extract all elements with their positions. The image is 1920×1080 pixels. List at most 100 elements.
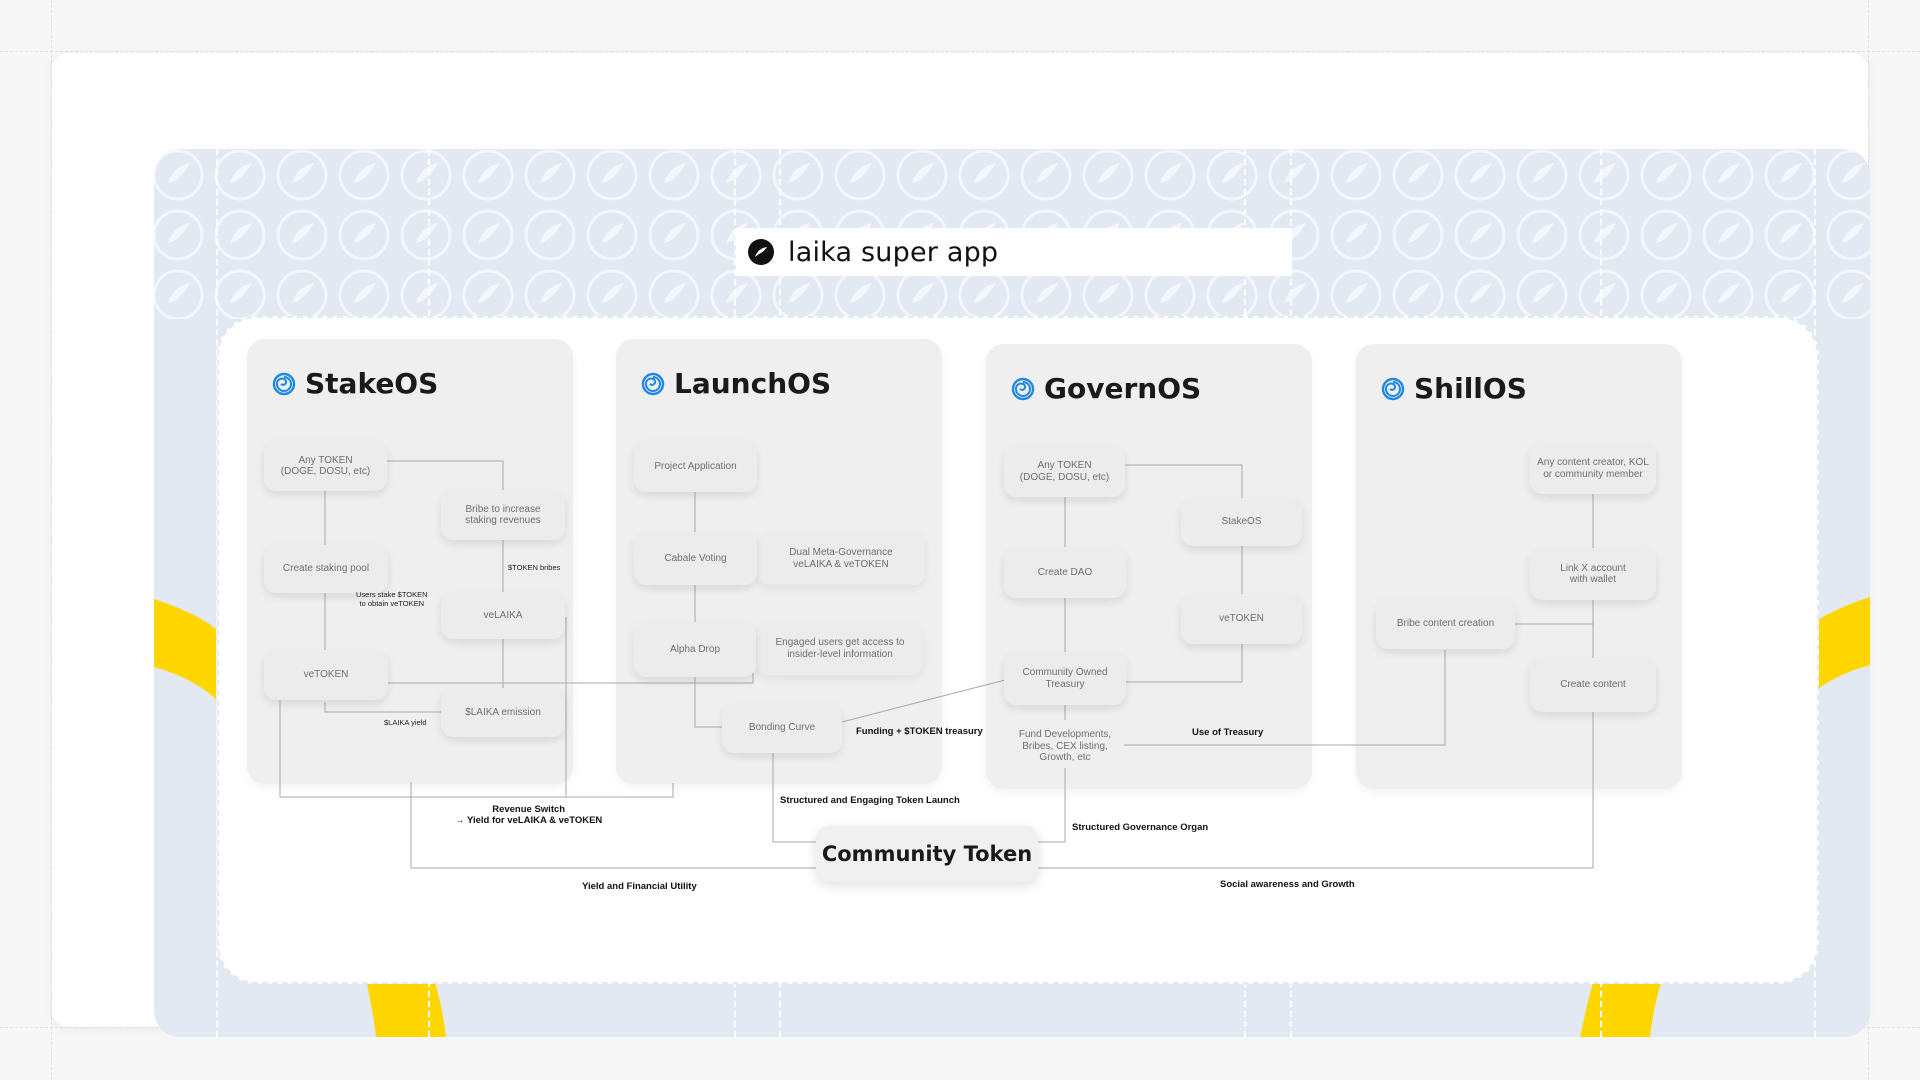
pattern-logo-icon — [586, 269, 638, 319]
pattern-logo-icon — [462, 269, 514, 319]
governos-note-fund: Fund Developments, Bribes, CEX listing, … — [1018, 729, 1112, 763]
pattern-logo-icon — [1020, 149, 1072, 201]
pattern-logo-icon — [1268, 149, 1320, 201]
pattern-logo-icon — [462, 209, 514, 261]
stakeos-node-any-token: Any TOKEN (DOGE, DOSU, etc) — [264, 441, 387, 491]
pattern-logo-icon — [1702, 209, 1754, 261]
pattern-logo-icon — [896, 149, 948, 201]
guide-line — [0, 51, 1920, 52]
pattern-logo-icon — [276, 209, 328, 261]
label-social-growth: Social awareness and Growth — [1220, 879, 1355, 890]
pattern-logo-icon — [276, 149, 328, 201]
launchos-note-engaged-users: Engaged users get access to insider-leve… — [757, 622, 923, 675]
pattern-logo-icon — [1578, 269, 1630, 319]
label-structured-governance: Structured Governance Organ — [1072, 822, 1209, 833]
pattern-logo-icon — [1516, 209, 1568, 261]
stakeos-node-create-pool: Create staking pool — [264, 545, 388, 593]
pattern-logo-icon — [772, 269, 824, 319]
yellow-arc-right — [1808, 597, 1870, 697]
shillos-title: ShillOS — [1380, 372, 1527, 405]
label-structured-launch: Structured and Engaging Token Launch — [780, 795, 960, 806]
pattern-logo-icon — [648, 209, 700, 261]
pattern-logo-icon — [214, 209, 266, 261]
pattern-logo-icon — [1330, 149, 1382, 201]
pattern-logo-icon — [338, 149, 390, 201]
swirl-icon — [641, 372, 665, 395]
governos-node-stakeos: StakeOS — [1181, 498, 1302, 546]
pattern-logo-icon — [648, 149, 700, 201]
pattern-logo-icon — [958, 269, 1010, 319]
pattern-logo-icon — [710, 269, 762, 319]
yellow-arc-bottom-left — [366, 979, 446, 1037]
pattern-logo-icon — [958, 149, 1010, 201]
pattern-logo-icon — [1020, 269, 1072, 319]
stakeos-node-velaika: veLAIKA — [441, 592, 565, 639]
label-yield-utility: Yield and Financial Utility — [582, 881, 697, 892]
pattern-logo-icon — [1640, 269, 1692, 319]
pattern-logo-icon — [154, 269, 204, 319]
pattern-logo-icon — [1640, 209, 1692, 261]
launchos-note-dual-governance: Dual Meta-Governance veLAIKA & veTOKEN — [757, 532, 925, 585]
swirl-icon — [1381, 377, 1405, 400]
pattern-logo-icon — [1826, 149, 1870, 201]
pattern-logo-icon — [648, 269, 700, 319]
pattern-logo-icon — [400, 149, 452, 201]
pattern-logo-icon — [1826, 269, 1870, 319]
pattern-logo-icon — [338, 269, 390, 319]
pattern-logo-icon — [834, 149, 886, 201]
label-users-stake: Users stake $TOKEN to obtain veTOKEN — [356, 590, 428, 608]
pattern-logo-icon — [586, 149, 638, 201]
pattern-logo-icon — [276, 269, 328, 319]
pattern-logo-icon — [1330, 209, 1382, 261]
pattern-logo-icon — [1330, 269, 1382, 319]
pattern-logo-icon — [1392, 209, 1444, 261]
pattern-logo-icon — [462, 149, 514, 201]
label-token-bribes: $TOKEN bribes — [508, 563, 561, 572]
pattern-logo-icon — [1578, 149, 1630, 201]
shillos-node-link-x: Link X account with wallet — [1530, 548, 1656, 600]
governos-title: GovernOS — [1010, 372, 1201, 405]
pattern-logo-icon — [1268, 269, 1320, 319]
swirl-icon — [1011, 377, 1035, 400]
pattern-logo-icon — [400, 269, 452, 319]
shillos-node-any-creator: Any content creator, KOL or community me… — [1530, 443, 1656, 494]
community-token-node: Community Token — [816, 826, 1038, 882]
pattern-logo-icon — [1454, 149, 1506, 201]
pattern-logo-icon — [400, 209, 452, 261]
pattern-logo-icon — [834, 269, 886, 319]
launchos-name: LaunchOS — [674, 367, 832, 400]
governos-node-create-dao: Create DAO — [1004, 547, 1126, 598]
swirl-icon — [272, 372, 296, 395]
pattern-logo-icon — [214, 269, 266, 319]
pattern-logo-icon — [1702, 269, 1754, 319]
governos-node-treasury: Community Owned Treasury — [1004, 652, 1126, 705]
pattern-logo-icon — [1082, 149, 1134, 201]
label-use-of-treasury: Use of Treasury — [1192, 727, 1264, 738]
label-funding: Funding + $TOKEN treasury — [856, 726, 983, 737]
stakeos-node-bribe: Bribe to increase staking revenues — [441, 490, 565, 540]
yellow-arc-left — [154, 599, 216, 699]
yellow-arc-bottom-right — [1580, 979, 1662, 1037]
pattern-logo-icon — [154, 209, 204, 261]
pattern-logo-icon — [1206, 269, 1258, 319]
launchos-title: LaunchOS — [640, 367, 831, 400]
app-title: laika super app — [788, 237, 999, 268]
pattern-logo-icon — [1764, 149, 1816, 201]
pattern-logo-icon — [1516, 149, 1568, 201]
launchos-node-bonding-curve: Bonding Curve — [722, 703, 842, 753]
pattern-logo-icon — [214, 149, 266, 201]
governos-node-vetoken: veTOKEN — [1181, 594, 1302, 644]
pattern-logo-icon — [772, 149, 824, 201]
pattern-logo-icon — [1144, 149, 1196, 201]
pattern-logo-icon — [1826, 209, 1870, 261]
launchos-node-project-application: Project Application — [634, 441, 757, 492]
label-laika-yield: $LAIKA yield — [384, 718, 427, 727]
stakeos-name: StakeOS — [305, 367, 439, 400]
pattern-logo-icon — [1702, 149, 1754, 201]
pattern-logo-icon — [1640, 149, 1692, 201]
governos-name: GovernOS — [1044, 372, 1202, 405]
pattern-logo-icon — [1082, 269, 1134, 319]
pattern-logo-icon — [1516, 269, 1568, 319]
guide-line — [51, 0, 52, 1080]
governos-node-any-token: Any TOKEN (DOGE, DOSU, etc) — [1004, 446, 1125, 497]
